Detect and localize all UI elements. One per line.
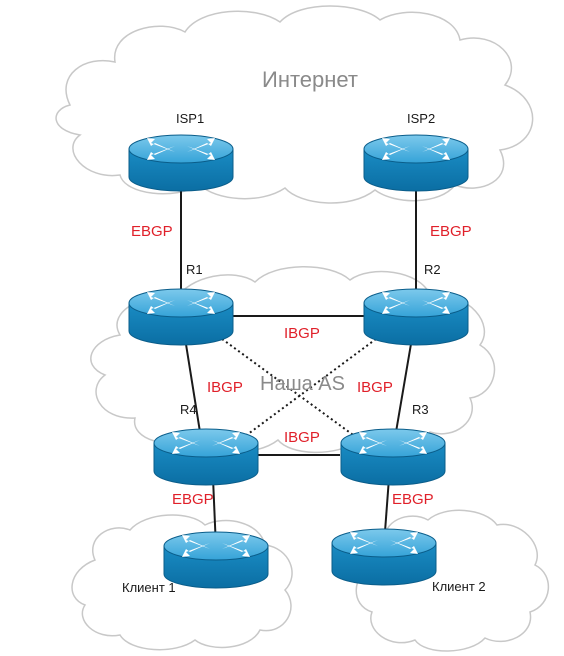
label-link-r1-r4: IBGP [207, 379, 243, 396]
label-r1: R1 [186, 262, 203, 277]
as-label: Наша AS [260, 373, 345, 395]
label-link-r4-client1: EBGP [172, 491, 214, 508]
router-isp2-icon [363, 134, 469, 192]
link-r1-r4 [184, 337, 201, 433]
label-link-r4-r3: IBGP [284, 429, 320, 446]
label-link-r1-r2: IBGP [284, 325, 320, 342]
label-link-r2-r3: IBGP [357, 379, 393, 396]
label-r3: R3 [412, 402, 429, 417]
router-r1-icon [128, 288, 234, 346]
label-client1: Клиент 1 [122, 580, 176, 595]
router-client1-icon [163, 531, 269, 589]
router-r3-icon [340, 428, 446, 486]
link-r2-r4-dotted [239, 335, 381, 441]
label-r4: R4 [180, 402, 197, 417]
label-client2: Клиент 2 [432, 579, 486, 594]
link-r2-r3 [395, 337, 413, 433]
label-isp2: ISP2 [407, 111, 435, 126]
dotted-links [217, 335, 381, 441]
label-r2: R2 [424, 262, 441, 277]
router-isp1-icon [128, 134, 234, 192]
label-link-isp1-r1: EBGP [131, 223, 173, 240]
router-r2-icon [363, 288, 469, 346]
internet-label: Интернет [262, 67, 358, 92]
link-r1-r3-dotted [217, 335, 361, 441]
label-link-r3-client2: EBGP [392, 491, 434, 508]
label-isp1: ISP1 [176, 111, 204, 126]
label-link-isp2-r2: EBGP [430, 223, 472, 240]
router-r4-icon [153, 428, 259, 486]
router-client2-icon [331, 528, 437, 586]
